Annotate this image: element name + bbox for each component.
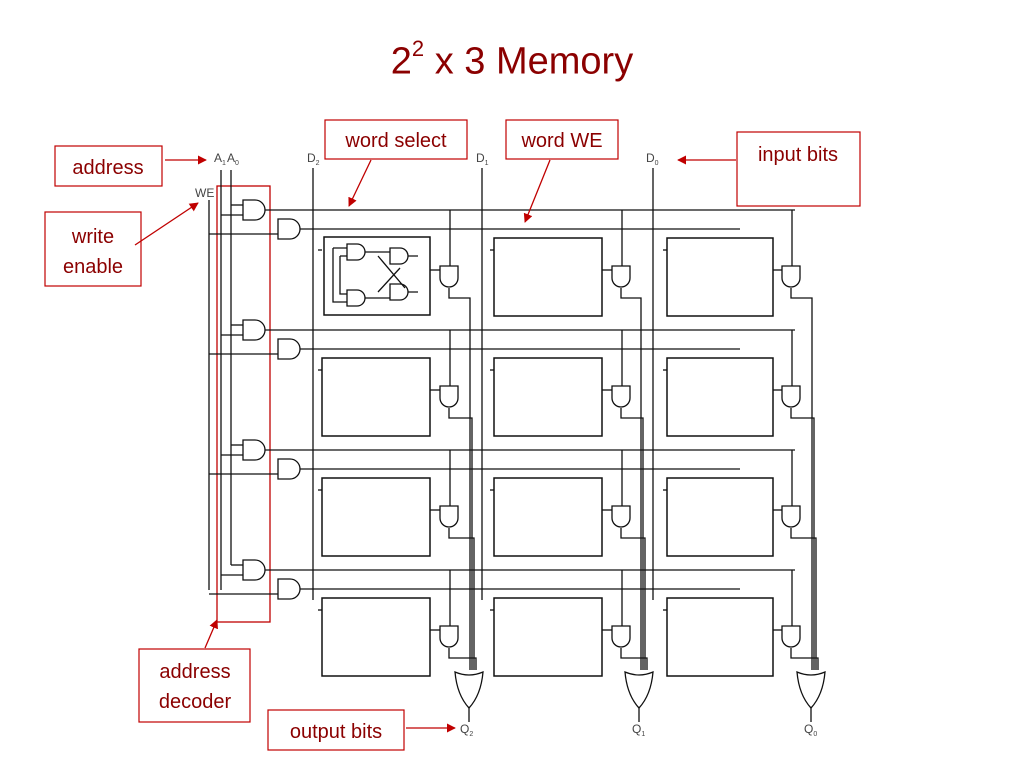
callout-address-decoder-text-2: decoder	[159, 691, 232, 713]
output-and-gate	[611, 625, 631, 648]
memory-cell	[666, 237, 774, 317]
title-rest: x 3 Memory	[424, 40, 634, 83]
callout-write-text: write	[71, 226, 114, 248]
output-and-gate	[781, 385, 801, 408]
memory-row-0	[209, 199, 813, 670]
callout-input-bits: input bits	[677, 131, 861, 207]
callout-address-text: address	[72, 157, 143, 179]
decoder-and-gate	[242, 439, 266, 461]
title-exponent: 2	[411, 36, 425, 61]
output-bus-wire	[790, 528, 817, 670]
output-or-gate-2	[796, 670, 826, 709]
memory-cell	[493, 597, 603, 677]
output-and-gate	[781, 625, 801, 648]
we-and-gate	[277, 218, 301, 240]
output-and-gate	[781, 505, 801, 528]
output-bus-wire	[620, 408, 644, 670]
output-or-gates	[454, 670, 826, 722]
output-or-gate-1	[624, 670, 654, 709]
memory-row-3	[209, 559, 819, 677]
memory-cell	[321, 477, 431, 557]
output-or-gate-0	[454, 670, 484, 709]
output-bus-wire	[448, 288, 471, 670]
a1-label: A1	[214, 151, 226, 167]
address-decoder-outline	[216, 185, 271, 623]
output-bus-wire	[620, 648, 648, 670]
q2-label: Q2	[460, 722, 473, 738]
slide-title: 22 x 3 Memory	[0, 36, 1024, 84]
output-bus-wire	[790, 648, 819, 670]
d2-label: D2	[307, 151, 320, 167]
callout-output-bits: output bits	[267, 709, 456, 751]
output-bus-wire	[448, 648, 477, 670]
memory-cell	[493, 357, 603, 437]
memory-cell	[493, 477, 603, 557]
memory-cell	[321, 357, 431, 437]
output-and-gate	[439, 265, 459, 288]
callout-address: address	[54, 145, 207, 187]
callout-word-select-text: word select	[344, 130, 447, 152]
memory-cell	[666, 477, 774, 557]
title-base: 2	[390, 40, 412, 83]
memory-cell	[666, 357, 774, 437]
output-bus-wire	[790, 288, 813, 670]
memory-row-2	[209, 439, 817, 670]
callout-address-decoder-text-1: address	[159, 661, 230, 683]
output-and-gate	[439, 625, 459, 648]
memory-rows	[209, 199, 819, 677]
decoder-and-gate	[242, 199, 266, 221]
output-and-gate	[611, 265, 631, 288]
we-and-gate	[277, 458, 301, 480]
callout-word-we: word WE	[505, 119, 619, 223]
memory-cell	[666, 597, 774, 677]
we-and-gate	[277, 338, 301, 360]
memory-cell	[321, 597, 431, 677]
latch-nand-2	[389, 247, 409, 265]
q1-label: Q1	[632, 722, 645, 738]
we-and-gate	[277, 578, 301, 600]
output-and-gate	[611, 505, 631, 528]
latch-nand-3	[346, 289, 366, 307]
output-bus-wire	[620, 528, 646, 670]
latch-detail	[323, 236, 431, 316]
callout-input-bits-text: input bits	[758, 144, 838, 166]
latch-nand-1	[346, 243, 366, 261]
output-and-gate	[439, 385, 459, 408]
output-bus-wire	[790, 408, 815, 670]
callout-address-decoder: address decoder	[138, 619, 251, 723]
memory-row-1	[209, 319, 815, 670]
latch-wiring	[332, 247, 418, 303]
callout-write-enable: write enable	[44, 202, 199, 287]
memory-cell	[493, 237, 603, 317]
output-and-gate	[781, 265, 801, 288]
we-label: WE	[195, 186, 214, 200]
callout-enable-text: enable	[63, 256, 123, 278]
a0-label: A0	[227, 151, 239, 167]
d0-label: D0	[646, 151, 659, 167]
d1-label: D1	[476, 151, 489, 167]
decoder-and-gate	[242, 559, 266, 581]
callout-word-we-text: word WE	[520, 130, 602, 152]
output-and-gate	[611, 385, 631, 408]
output-bus-wire	[448, 408, 473, 670]
output-bus-wire	[448, 528, 475, 670]
output-and-gate	[439, 505, 459, 528]
latch-nand-4	[389, 283, 409, 301]
q0-label: Q0	[804, 722, 817, 738]
callout-output-bits-text: output bits	[290, 721, 382, 743]
callout-word-select: word select	[324, 119, 468, 207]
output-bus-wire	[620, 288, 642, 670]
decoder-and-gate	[242, 319, 266, 341]
